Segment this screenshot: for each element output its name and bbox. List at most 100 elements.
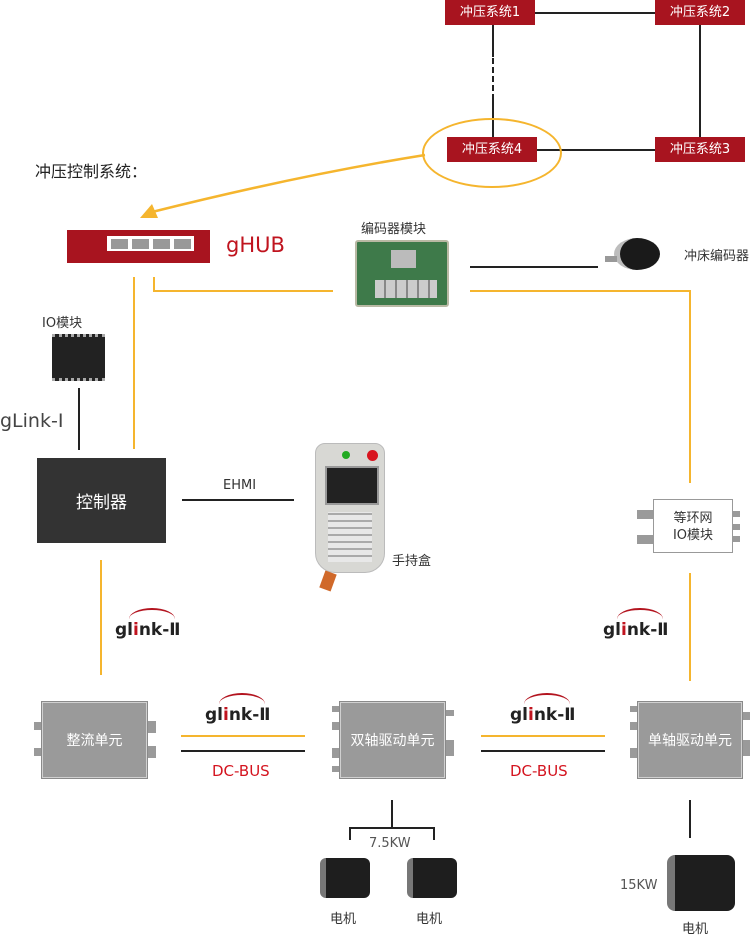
unit-tab <box>332 706 340 712</box>
motor-label-1: 电机 <box>330 912 357 927</box>
board-relays <box>375 280 437 298</box>
rectifier-label: 整流单元 <box>66 733 123 749</box>
hub-to-controller-line <box>133 277 135 449</box>
unit-tab <box>446 740 454 756</box>
highlight-ellipse <box>422 118 562 188</box>
encoder-shaft <box>605 256 617 262</box>
unit-tab <box>630 706 638 712</box>
ring-io-module-box: 等环网 IO模块 <box>653 499 733 553</box>
dual-motor-drop-right <box>433 827 435 840</box>
press-system-2: 冲压系统2 <box>655 0 745 25</box>
unit-tab <box>742 712 750 720</box>
press-encoder-label: 冲床编码器 <box>684 249 750 264</box>
ghub-device <box>67 230 210 263</box>
dual-motor-bar <box>349 827 435 829</box>
unit-tab <box>446 710 454 716</box>
ring-line-left-dashed <box>492 58 494 100</box>
io-module-device <box>52 334 105 381</box>
press-system-3: 冲压系统3 <box>655 137 745 162</box>
motor-icon <box>407 858 457 898</box>
ghub-ports <box>107 236 194 251</box>
ring-line-left-top <box>492 25 494 57</box>
pendant-cable <box>319 570 337 592</box>
glink2-logo-bus1: glink-Ⅱ <box>205 693 271 725</box>
glink1-label: gLink-I <box>0 410 64 432</box>
dc-bus-line-2 <box>481 750 605 752</box>
controller-label: 控制器 <box>76 493 127 513</box>
ring-io-port <box>733 524 740 530</box>
unit-tab <box>148 721 156 733</box>
ehmi-label: EHMI <box>223 478 257 493</box>
ring-io-port <box>637 510 654 519</box>
glink2-logo-left: glink-Ⅱ <box>115 608 181 640</box>
arrow-to-hub <box>140 153 426 218</box>
press-encoder-device <box>614 238 660 270</box>
unit-tab <box>34 748 42 756</box>
glink2-logo-bus2: glink-Ⅱ <box>510 693 576 725</box>
pendant-keypad <box>328 512 372 562</box>
glink-bus-line-1 <box>181 735 305 737</box>
ring-io-port <box>637 535 654 544</box>
pendant-estop <box>367 450 378 461</box>
motor-label-3: 电机 <box>682 922 709 937</box>
controller-box: 控制器 <box>37 458 166 543</box>
rectifier-unit: 整流单元 <box>41 701 148 779</box>
single-motor-power: 15KW <box>620 878 658 893</box>
ring-io-to-single-axis-line <box>689 573 691 681</box>
encoder-module-label: 编码器模块 <box>361 222 427 237</box>
page-title: 冲压控制系统： <box>35 162 148 181</box>
dual-axis-drive-unit: 双轴驱动单元 <box>339 701 446 779</box>
pendant-device <box>315 443 385 573</box>
port-icon <box>131 238 149 249</box>
ehmi-line <box>182 499 294 501</box>
encoder-link-line <box>470 266 598 268</box>
ring-line-right <box>699 25 701 137</box>
motor-icon <box>667 855 735 911</box>
unit-tab <box>34 722 42 730</box>
encoder-to-ring-io-line-h <box>470 290 690 292</box>
encoder-to-ring-io-line-v <box>689 290 691 483</box>
unit-tab <box>630 748 638 758</box>
ring-io-port <box>733 511 740 517</box>
hub-to-encoder-line-h <box>153 290 333 292</box>
port-icon <box>173 238 191 249</box>
press-system-1: 冲压系统1 <box>445 0 535 25</box>
dc-bus-label-1: DC-BUS <box>212 762 270 780</box>
ring-line-top <box>535 12 655 14</box>
unit-tab <box>630 722 638 730</box>
single-motor-stem <box>689 800 691 838</box>
dual-axis-label: 双轴驱动单元 <box>350 733 435 749</box>
glink1-line <box>78 388 80 450</box>
ring-io-port <box>733 536 740 542</box>
ghub-label: gHUB <box>226 233 285 257</box>
controller-to-rectifier-line <box>100 560 102 675</box>
dual-motor-stem <box>391 800 393 828</box>
dual-motor-power: 7.5KW <box>369 836 411 851</box>
io-module-label: IO模块 <box>42 316 83 331</box>
pendant-green-button <box>342 451 350 459</box>
dual-motor-drop-left <box>349 827 351 840</box>
encoder-module-board <box>355 240 449 307</box>
unit-tab <box>332 722 340 730</box>
board-chip <box>391 250 416 268</box>
glink2-logo-right: glink-Ⅱ <box>603 608 669 640</box>
dc-bus-line-1 <box>181 750 305 752</box>
unit-tab <box>332 766 340 772</box>
port-icon <box>152 238 170 249</box>
pendant-screen <box>325 466 379 505</box>
ring-io-line2: IO模块 <box>672 528 714 543</box>
single-axis-label: 单轴驱动单元 <box>648 733 732 749</box>
port-icon <box>110 238 128 249</box>
unit-tab <box>332 748 340 758</box>
glink-bus-line-2 <box>481 735 605 737</box>
unit-tab <box>742 740 750 756</box>
motor-label-2: 电机 <box>416 912 443 927</box>
ring-io-line1: 等环网 <box>673 511 713 526</box>
motor-icon <box>320 858 370 898</box>
dc-bus-label-2: DC-BUS <box>510 762 568 780</box>
hub-to-encoder-line-v <box>153 277 155 291</box>
single-axis-drive-unit: 单轴驱动单元 <box>637 701 743 779</box>
unit-tab <box>148 746 156 758</box>
ring-line-bottom <box>537 149 655 151</box>
pendant-label: 手持盒 <box>392 554 432 569</box>
